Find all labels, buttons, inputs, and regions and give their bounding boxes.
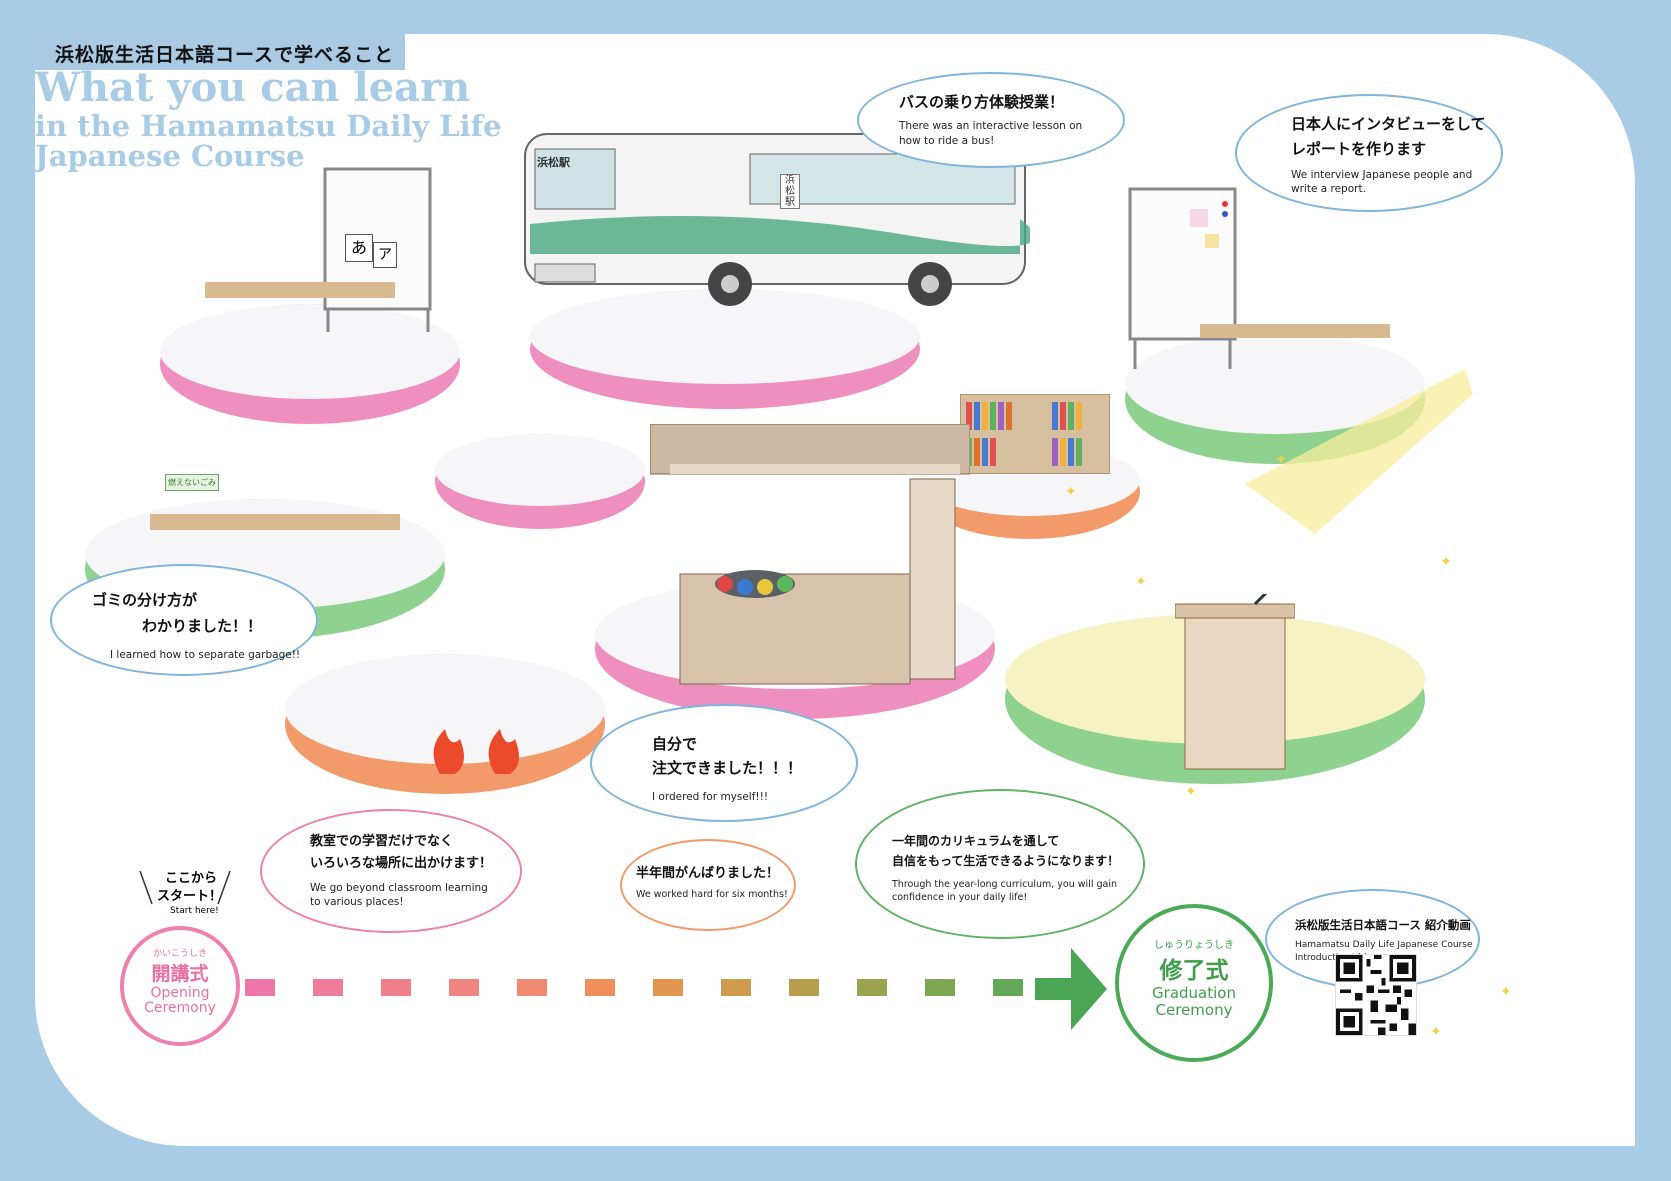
- bubble-places-en-2: to various places!: [310, 896, 404, 908]
- platform-interview: [1125, 334, 1425, 464]
- timeline-dash: [245, 979, 275, 996]
- start-here-jp-2: スタート！: [157, 889, 223, 904]
- sparkle-icon: ✦: [1500, 984, 1512, 1000]
- timeline-dash: [789, 979, 819, 996]
- bubble-video-en-1: Hamamatsu Daily Life Japanese Course: [1295, 940, 1473, 950]
- sparkle-icon: ✦: [1440, 554, 1452, 570]
- opening-ceremony-jp: 開講式: [151, 963, 209, 985]
- bubble-order-jp-2: 注文できました！！！: [652, 759, 803, 777]
- graduation-ceremony-ruby: しゅうりょうしき: [1154, 940, 1234, 951]
- bubble-order-jp-1: 自分で: [652, 735, 698, 753]
- start-here-jp-1: ここから: [165, 871, 218, 886]
- hiragana-card: あ: [345, 234, 373, 262]
- timeline-dash: [993, 979, 1023, 996]
- bubble-year: 一年間のカリキュラムを通して 自信をもって生活できるようになります！ Throu…: [855, 789, 1145, 939]
- bubble-places: 教室での学習だけでなく いろいろな場所に出かけます！ We go beyond …: [260, 809, 522, 933]
- header-title-en-line2: in the Hamamatsu Daily Life: [35, 109, 502, 143]
- bubble-six-months-jp: 半年間がんばりました！: [636, 866, 780, 881]
- platform-cards: [435, 434, 645, 529]
- sparkle-icon: ✦: [1185, 784, 1197, 800]
- qr-code[interactable]: [1335, 954, 1417, 1036]
- timeline-dash: [653, 979, 683, 996]
- sparkle-icon: ✦: [1430, 1024, 1442, 1040]
- sparkle-icon: ✦: [1065, 484, 1077, 500]
- timeline-dash: [721, 979, 751, 996]
- timeline-dash: [517, 979, 547, 996]
- bubble-garbage-jp-2: わかりました！！: [142, 617, 263, 635]
- header-title-en-line1: What you can learn: [35, 64, 471, 111]
- sparkle-icon: ✦: [1135, 574, 1147, 590]
- graduation-ceremony-en-2: Ceremony: [1155, 1001, 1233, 1020]
- graduation-ceremony-circle: しゅうりょうしき 修了式 Graduation Ceremony: [1115, 904, 1273, 1062]
- bubble-bus-en-1: There was an interactive lesson on: [899, 120, 1083, 132]
- timeline-dash: [449, 979, 479, 996]
- interview-whiteboard: [1128, 187, 1237, 369]
- desk-garbage: [150, 514, 400, 530]
- opening-ceremony-en-1: Opening: [150, 985, 210, 1001]
- header-title-en-line3: Japanese Course: [35, 139, 305, 173]
- bubble-bus-lesson: バスの乗り方体験授業！ There was an interactive les…: [857, 72, 1125, 168]
- garbage-bag-sign: 燃えないごみ: [165, 474, 219, 491]
- timeline-dash: [585, 979, 615, 996]
- start-here-marks: [139, 870, 231, 905]
- desk-classroom: [205, 282, 395, 298]
- bubble-six-months: 半年間がんばりました！ We worked hard for six month…: [620, 839, 796, 931]
- poster-page: 浜松版生活日本語コースで学べること What you can learn in …: [35, 34, 1635, 1146]
- graduation-ceremony-en-1: Graduation: [1152, 984, 1236, 1002]
- bubble-year-en-1: Through the year-long curriculum, you wi…: [892, 879, 1117, 890]
- bookshelf-illustration: [960, 394, 1110, 474]
- bubble-garbage-en: I learned how to separate garbage!!: [110, 649, 301, 661]
- graduation-ceremony-jp: 修了式: [1159, 958, 1229, 984]
- header-bar: [35, 34, 405, 70]
- bubble-places-jp-1: 教室での学習だけでなく: [310, 834, 454, 849]
- platform-classroom: [160, 304, 460, 424]
- timeline-dash: [381, 979, 411, 996]
- bus-illustration: [524, 133, 1030, 306]
- bubble-bus-jp: バスの乗り方体験授業！: [899, 93, 1065, 111]
- bubble-year-jp-1: 一年間のカリキュラムを通して: [892, 834, 1060, 848]
- bubble-interview: 日本人にインタビューをして レポートを作ります We interview Jap…: [1235, 94, 1503, 212]
- bubble-interview-jp-2: レポートを作ります: [1291, 140, 1427, 158]
- bubble-order-en: I ordered for myself!!!: [652, 791, 769, 803]
- bubble-video-jp: 浜松版生活日本語コース 紹介動画: [1295, 918, 1471, 932]
- bubble-order: 自分で 注文できました！！！ I ordered for myself!!!: [590, 704, 858, 822]
- restaurant-stall: [650, 424, 970, 685]
- timeline-arrow-icon: [1035, 948, 1107, 1030]
- bubble-places-en-1: We go beyond classroom learning: [310, 882, 488, 894]
- bus-destination-sign: 浜松駅: [537, 156, 570, 169]
- bubble-interview-jp-1: 日本人にインタビューをして: [1291, 115, 1486, 133]
- opening-ceremony-circle: かいこうしき 開講式 Opening Ceremony: [120, 926, 240, 1046]
- fire-drill-flames: [433, 729, 519, 774]
- bubble-garbage: ゴミの分け方が わかりました！！ I learned how to separa…: [50, 564, 318, 676]
- start-here-en: Start here!: [170, 906, 219, 916]
- bubble-places-jp-2: いろいろな場所に出かけます！: [310, 856, 493, 871]
- spotlight-beam: [1245, 369, 1473, 534]
- bubble-year-jp-2: 自信をもって生活できるようになります！: [892, 854, 1120, 868]
- bubble-six-months-en: We worked hard for six months!: [636, 889, 788, 900]
- timeline-dash: [857, 979, 887, 996]
- katakana-card: ア: [373, 242, 397, 268]
- bus-stop-sign: 浜松駅: [780, 174, 800, 209]
- bubble-interview-en-1: We interview Japanese people and: [1291, 169, 1473, 181]
- opening-ceremony-ruby: かいこうしき: [152, 949, 207, 959]
- bubble-year-en-2: confidence in your daily life!: [892, 892, 1028, 903]
- bubble-bus-en-2: how to ride a bus!: [899, 135, 995, 147]
- bubble-garbage-jp-1: ゴミの分け方が: [92, 591, 198, 609]
- header-title-jp: 浜松版生活日本語コースで学べること: [55, 44, 395, 66]
- podium: [1175, 594, 1295, 770]
- timeline-dash: [925, 979, 955, 996]
- sparkle-icon: ✦: [1275, 452, 1287, 468]
- opening-ceremony-en-2: Ceremony: [144, 1000, 216, 1017]
- desk-interview: [1200, 324, 1390, 338]
- bubble-interview-en-2: write a report.: [1291, 183, 1366, 195]
- timeline-dash: [313, 979, 343, 996]
